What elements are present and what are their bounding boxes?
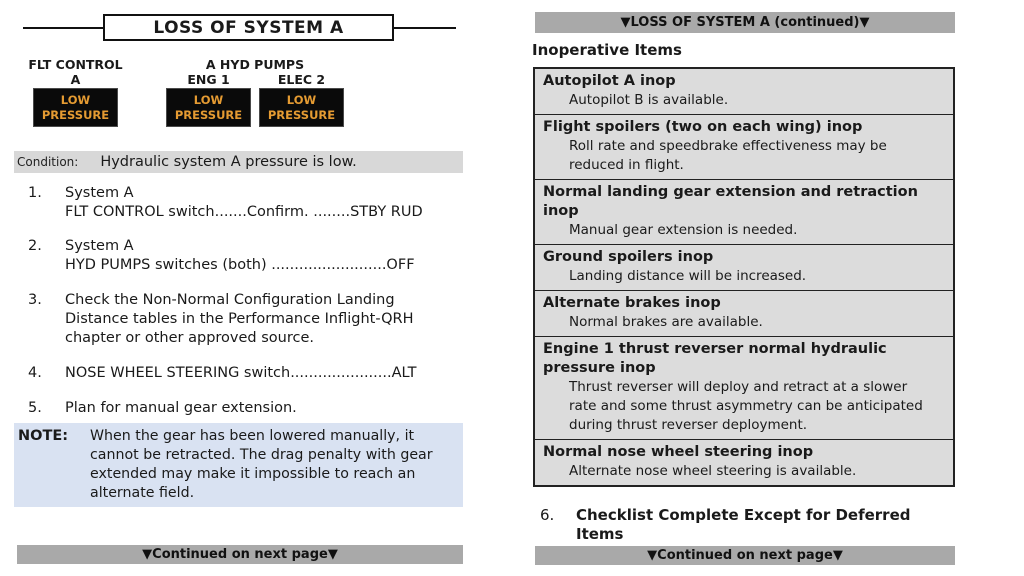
flt-control-a-label: A [70, 72, 81, 87]
table-row-nose-wheel-steering: Normal nose wheel steering inop Alternat… [535, 439, 953, 485]
table-row-ground-spoilers: Ground spoilers inop Landing distance wi… [535, 244, 953, 290]
inop-item-title: Flight spoilers (two on each wing) inop [543, 119, 863, 135]
inop-item-description: Manual gear extension is needed. [569, 222, 798, 238]
hyd-pumps-label: A HYD PUMPS [205, 57, 305, 72]
step-6: 6. Checklist Complete Except for Deferre… [540, 506, 960, 544]
step-number: 1. [28, 185, 42, 201]
inop-item-description: Normal brakes are available. [569, 314, 763, 330]
table-row-flight-spoilers: Flight spoilers (two on each wing) inop … [535, 114, 953, 179]
step-text: System A FLT CONTROL switch.......Confir… [65, 185, 423, 220]
note-text: When the gear has been lowered manually,… [90, 428, 433, 501]
step-4: 4. NOSE WHEEL STEERING switch...........… [28, 364, 463, 383]
inop-item-title: Ground spoilers inop [543, 249, 714, 265]
inop-item-title: Alternate brakes inop [543, 295, 721, 311]
step-2: 2. System A HYD PUMPS switches (both) ..… [28, 237, 463, 275]
inop-item-description: Landing distance will be increased. [569, 268, 807, 284]
inop-item-description: Autopilot B is available. [569, 92, 729, 108]
note-label: NOTE: [18, 428, 69, 444]
inop-item-title: Normal landing gear extension and retrac… [543, 184, 918, 219]
step-number: 2. [28, 238, 42, 254]
step-3: 3. Check the Non-Normal Configuration La… [28, 291, 463, 348]
condition-text: Hydraulic system A pressure is low. [100, 154, 357, 170]
flt-control-label: FLT CONTROL [28, 57, 123, 72]
step-number: 3. [28, 292, 42, 308]
inop-item-title: Normal nose wheel steering inop [543, 444, 814, 460]
table-row-thrust-reverser: Engine 1 thrust reverser normal hydrauli… [535, 336, 953, 439]
inoperative-items-table: Autopilot A inop Autopilot B is availabl… [533, 67, 955, 487]
step-1: 1. System A FLT CONTROL switch.......Con… [28, 184, 463, 222]
eng1-label: ENG 1 [187, 72, 230, 87]
step-text: NOSE WHEEL STEERING switch..............… [65, 365, 417, 381]
step-5: 5. Plan for manual gear extension. [28, 399, 463, 418]
step-number: 5. [28, 400, 42, 416]
elec2-low-pressure-light: LOW PRESSURE [259, 88, 344, 127]
inop-item-description: Thrust reverser will deploy and retract … [569, 379, 923, 433]
table-row-alternate-brakes: Alternate brakes inop Normal brakes are … [535, 290, 953, 336]
condition-bar: Condition: Hydraulic system A pressure i… [14, 151, 463, 173]
inop-item-description: Roll rate and speedbrake effectiveness m… [569, 138, 887, 173]
checklist-title: LOSS OF SYSTEM A [103, 14, 394, 41]
step-number: 4. [28, 365, 42, 381]
flt-control-low-pressure-light: LOW PRESSURE [33, 88, 118, 127]
continued-header-bar[interactable]: ▼LOSS OF SYSTEM A (continued)▼ [535, 12, 955, 33]
condition-label: Condition: [17, 155, 79, 169]
step-text: Checklist Complete Except for Deferred I… [576, 506, 911, 543]
table-row-autopilot: Autopilot A inop Autopilot B is availabl… [535, 69, 953, 114]
elec2-label: ELEC 2 [277, 72, 326, 87]
step-text: Plan for manual gear extension. [65, 400, 297, 416]
inop-item-title: Engine 1 thrust reverser normal hydrauli… [543, 341, 887, 376]
table-row-landing-gear: Normal landing gear extension and retrac… [535, 179, 953, 244]
inop-item-title: Autopilot A inop [543, 73, 676, 89]
inop-item-description: Alternate nose wheel steering is availab… [569, 463, 857, 479]
continued-next-page-bar-right[interactable]: ▼Continued on next page▼ [535, 546, 955, 565]
continued-next-page-bar-left[interactable]: ▼Continued on next page▼ [17, 545, 463, 564]
note-box: NOTE: When the gear has been lowered man… [14, 423, 463, 507]
step-text: Check the Non-Normal Configuration Landi… [65, 292, 414, 346]
step-number: 6. [540, 506, 555, 524]
eng1-low-pressure-light: LOW PRESSURE [166, 88, 251, 127]
inoperative-items-heading: Inoperative Items [532, 41, 682, 59]
step-text: System A HYD PUMPS switches (both) .....… [65, 238, 415, 273]
